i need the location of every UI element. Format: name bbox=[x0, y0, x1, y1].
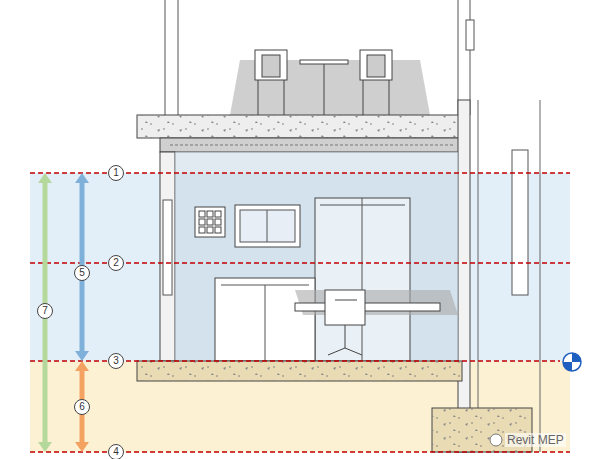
callout-number: 6 bbox=[74, 399, 90, 415]
callout-number: 1 bbox=[108, 165, 124, 181]
callout-number: 3 bbox=[108, 353, 124, 369]
callout-number: 5 bbox=[74, 265, 90, 281]
callout-number: 7 bbox=[37, 303, 53, 319]
callout-number: 2 bbox=[108, 255, 124, 271]
watermark: Revit MEP bbox=[505, 433, 566, 447]
callout-number: 4 bbox=[108, 444, 124, 459]
